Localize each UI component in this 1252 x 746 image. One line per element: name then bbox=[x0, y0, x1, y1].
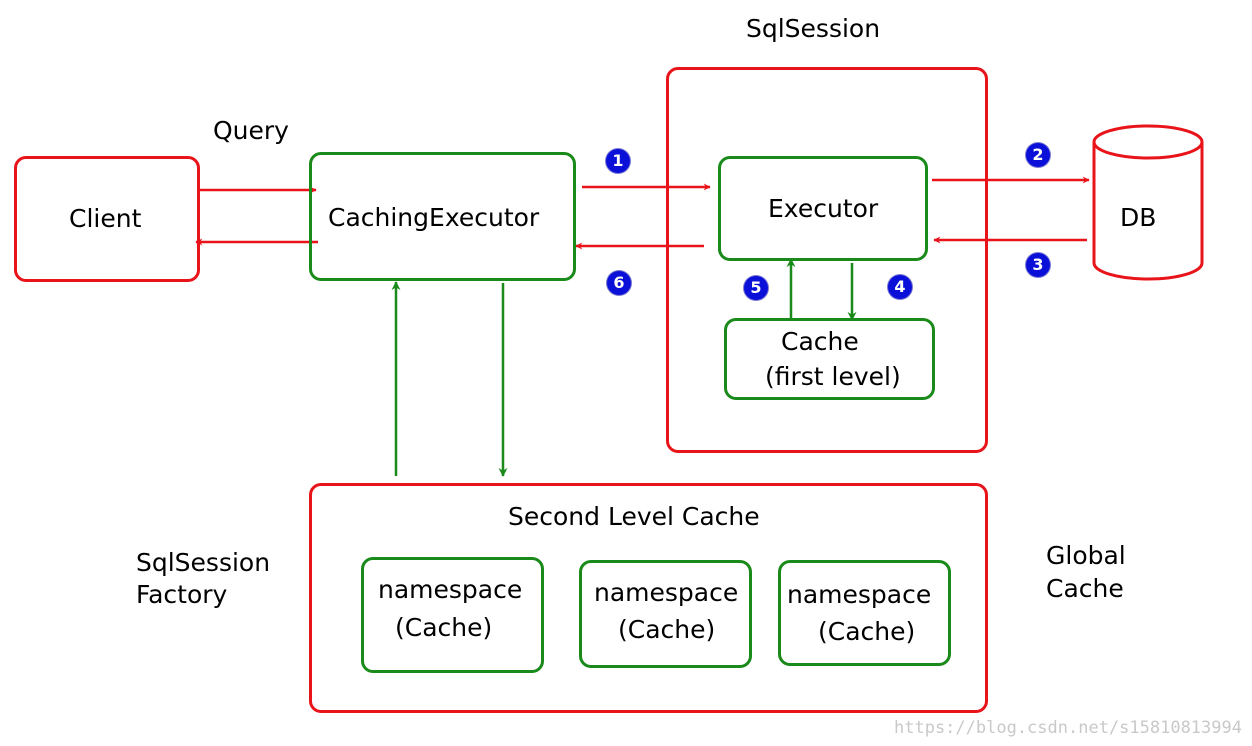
client-label: Client bbox=[69, 204, 142, 233]
second-level-cache-container: Second Level Cache bbox=[309, 483, 988, 713]
executor-node: Executor bbox=[718, 156, 928, 261]
watermark: https://blog.csdn.net/s15810813994 bbox=[894, 718, 1242, 738]
global-cache-label: Global Cache bbox=[1046, 541, 1126, 604]
namespace-cache-3-line2: (Cache) bbox=[818, 617, 916, 646]
sqlsession-container bbox=[666, 67, 988, 453]
step-badge-5: 5 bbox=[744, 276, 768, 300]
namespace-cache-3: namespace (Cache) bbox=[778, 560, 951, 666]
namespace-cache-2-line1: namespace bbox=[594, 578, 739, 607]
step-badge-1: 1 bbox=[606, 149, 630, 173]
namespace-cache-1: namespace (Cache) bbox=[361, 557, 544, 673]
db-cylinder bbox=[1092, 124, 1204, 281]
executor-label: Executor bbox=[768, 194, 879, 223]
second-level-cache-label: Second Level Cache bbox=[508, 502, 760, 531]
global-cache-line2: Cache bbox=[1046, 574, 1124, 603]
global-cache-line1: Global bbox=[1046, 541, 1126, 570]
caching-executor-node: CachingExecutor bbox=[309, 152, 576, 281]
step-badge-3: 3 bbox=[1026, 253, 1050, 277]
step-badge-4: 4 bbox=[888, 275, 912, 299]
namespace-cache-3-line1: namespace bbox=[787, 580, 932, 609]
step-badge-2: 2 bbox=[1026, 143, 1050, 167]
sqlsession-factory-line1: SqlSession bbox=[136, 548, 271, 577]
first-cache-line2: (first level) bbox=[765, 362, 901, 391]
sqlsession-factory-label: SqlSession Factory bbox=[136, 548, 270, 610]
query-label: Query bbox=[213, 116, 289, 145]
first-cache-line1: Cache bbox=[781, 327, 859, 356]
caching-executor-label: CachingExecutor bbox=[328, 203, 540, 232]
client-node: Client bbox=[14, 156, 200, 282]
namespace-cache-1-line1: namespace bbox=[378, 575, 523, 604]
namespace-cache-2: namespace (Cache) bbox=[579, 560, 752, 668]
db-label: DB bbox=[1120, 203, 1157, 232]
step-badge-6: 6 bbox=[607, 271, 631, 295]
sqlsession-factory-line2: Factory bbox=[136, 580, 228, 609]
sqlsession-label: SqlSession bbox=[746, 14, 881, 43]
namespace-cache-1-line2: (Cache) bbox=[395, 613, 493, 642]
first-level-cache-node: Cache (first level) bbox=[724, 318, 935, 400]
namespace-cache-2-line2: (Cache) bbox=[618, 615, 716, 644]
